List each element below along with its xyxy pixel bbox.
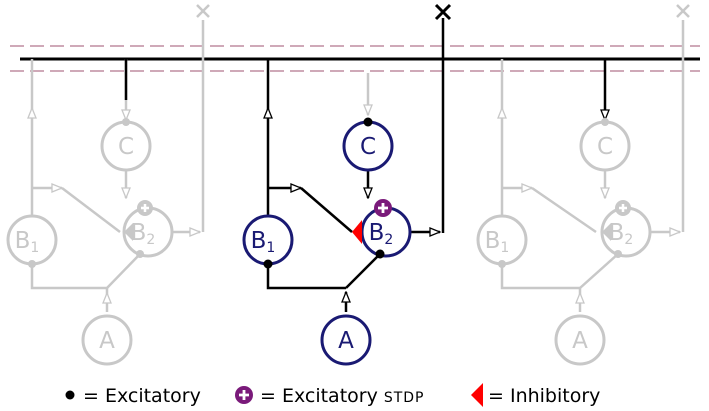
legend-excitatory: = Excitatory [83,385,201,407]
triangle-icon [602,223,611,241]
x-mark-icon [434,3,452,21]
dot-icon [122,118,130,126]
node-a-faded [81,314,133,366]
dot-icon [263,259,273,269]
dot-icon [28,260,36,268]
node-c-label: C [360,134,376,160]
svg-text:B2: B2 [131,220,156,248]
x-mark-icon [196,4,210,18]
svg-text:C: C [118,134,134,160]
dot-icon [136,250,144,258]
bus-lines [10,45,700,72]
svg-text:A: A [572,328,588,354]
svg-text:A: A [99,328,115,354]
svg-text:C: C [597,134,613,160]
circuit-left-faded-glyphs: C B1 B2 A [15,4,210,354]
circuit-right-faded-glyphs: C B1 B2 A [485,4,690,354]
svg-text:B2: B2 [609,220,634,248]
triangle-icon [471,383,483,407]
dot-icon [614,250,622,258]
node-b1-label: B1 [251,228,276,256]
dot-icon [363,117,373,127]
svg-text:B1: B1 [15,228,40,256]
dot-icon [375,249,385,259]
dot-icon [601,118,609,126]
node-a-faded-right [554,314,606,366]
node-b2-label: B2 [369,220,394,248]
circuit-center: C B1 B2 A [242,3,452,366]
dot-icon [65,390,75,400]
triangle-icon [352,220,362,244]
node-a-label: A [338,328,354,354]
node-a [320,314,372,366]
legend-inhibitory: = Inhibitory [488,385,600,407]
dot-icon [498,260,506,268]
svg-text:B1: B1 [485,228,510,256]
circuit-right-faded [476,20,685,366]
circuit-left-faded [6,20,205,366]
x-mark-icon [676,4,690,18]
triangle-icon [124,223,133,241]
